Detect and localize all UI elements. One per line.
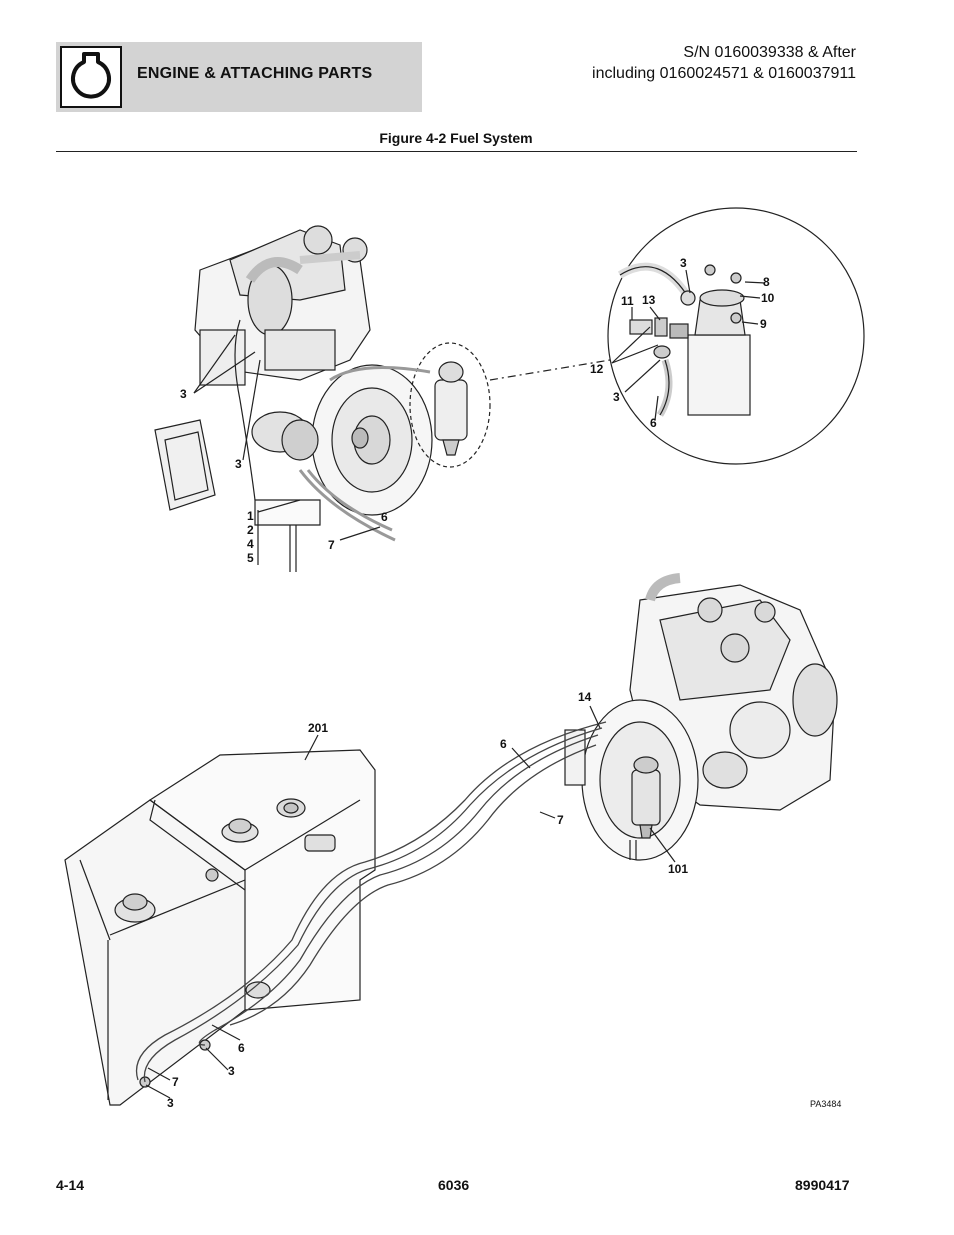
figure-title-row: Figure 4-2 Fuel System: [0, 130, 954, 146]
callout-8: 8: [763, 275, 770, 289]
callout-12: 12: [590, 362, 604, 376]
callout-6: 6: [650, 416, 657, 430]
callout-3: 3: [180, 387, 187, 401]
bottom-leaders: [145, 705, 676, 1099]
callout-11: 11: [621, 294, 634, 308]
figure-title: Figure 4-2 Fuel System: [379, 130, 533, 146]
filter-detail-view: [607, 207, 865, 465]
callout-10: 10: [761, 291, 775, 305]
engine-section-icon: [60, 46, 122, 108]
header-rule: [56, 151, 857, 152]
callout-6: 6: [238, 1041, 245, 1055]
callout-14: 14: [578, 690, 592, 704]
callout-13: 13: [642, 293, 656, 307]
callout-1: 1: [247, 509, 254, 523]
callout-3: 3: [680, 256, 687, 270]
serial-line-1: S/N 0160039338 & After: [683, 44, 856, 61]
bottom-engine-assembly: [564, 573, 838, 861]
callout-201: 201: [308, 721, 329, 735]
callout-2: 2: [247, 523, 254, 537]
callout-3: 3: [228, 1064, 235, 1078]
drawing-code: PA3484: [810, 1099, 842, 1109]
callout-5: 5: [247, 551, 254, 565]
section-title: ENGINE & ATTACHING PARTS: [137, 65, 373, 82]
callout-7: 7: [328, 538, 335, 552]
callout-9: 9: [760, 317, 767, 331]
manual-number: 8990417: [795, 1177, 850, 1193]
callout-4: 4: [247, 537, 254, 551]
serial-line-2: including 0160024571 & 0160037911: [592, 65, 856, 82]
callout-3: 3: [167, 1096, 174, 1110]
callout-6: 6: [381, 510, 388, 524]
callout-3: 3: [613, 390, 620, 404]
callout-7: 7: [172, 1075, 179, 1089]
top-engine-assembly: [154, 225, 611, 572]
callout-6: 6: [500, 737, 507, 751]
callout-101: 101: [668, 862, 689, 876]
serial-number-range: S/N 0160039338 & After including 0160024…: [592, 42, 856, 84]
model-number: 6036: [438, 1177, 470, 1193]
fuel-lines: [136, 721, 607, 1083]
page-number: 4-14: [56, 1177, 85, 1193]
callout-7: 7: [557, 813, 564, 827]
fuel-tank: [64, 749, 376, 1106]
callout-3: 3: [235, 457, 242, 471]
